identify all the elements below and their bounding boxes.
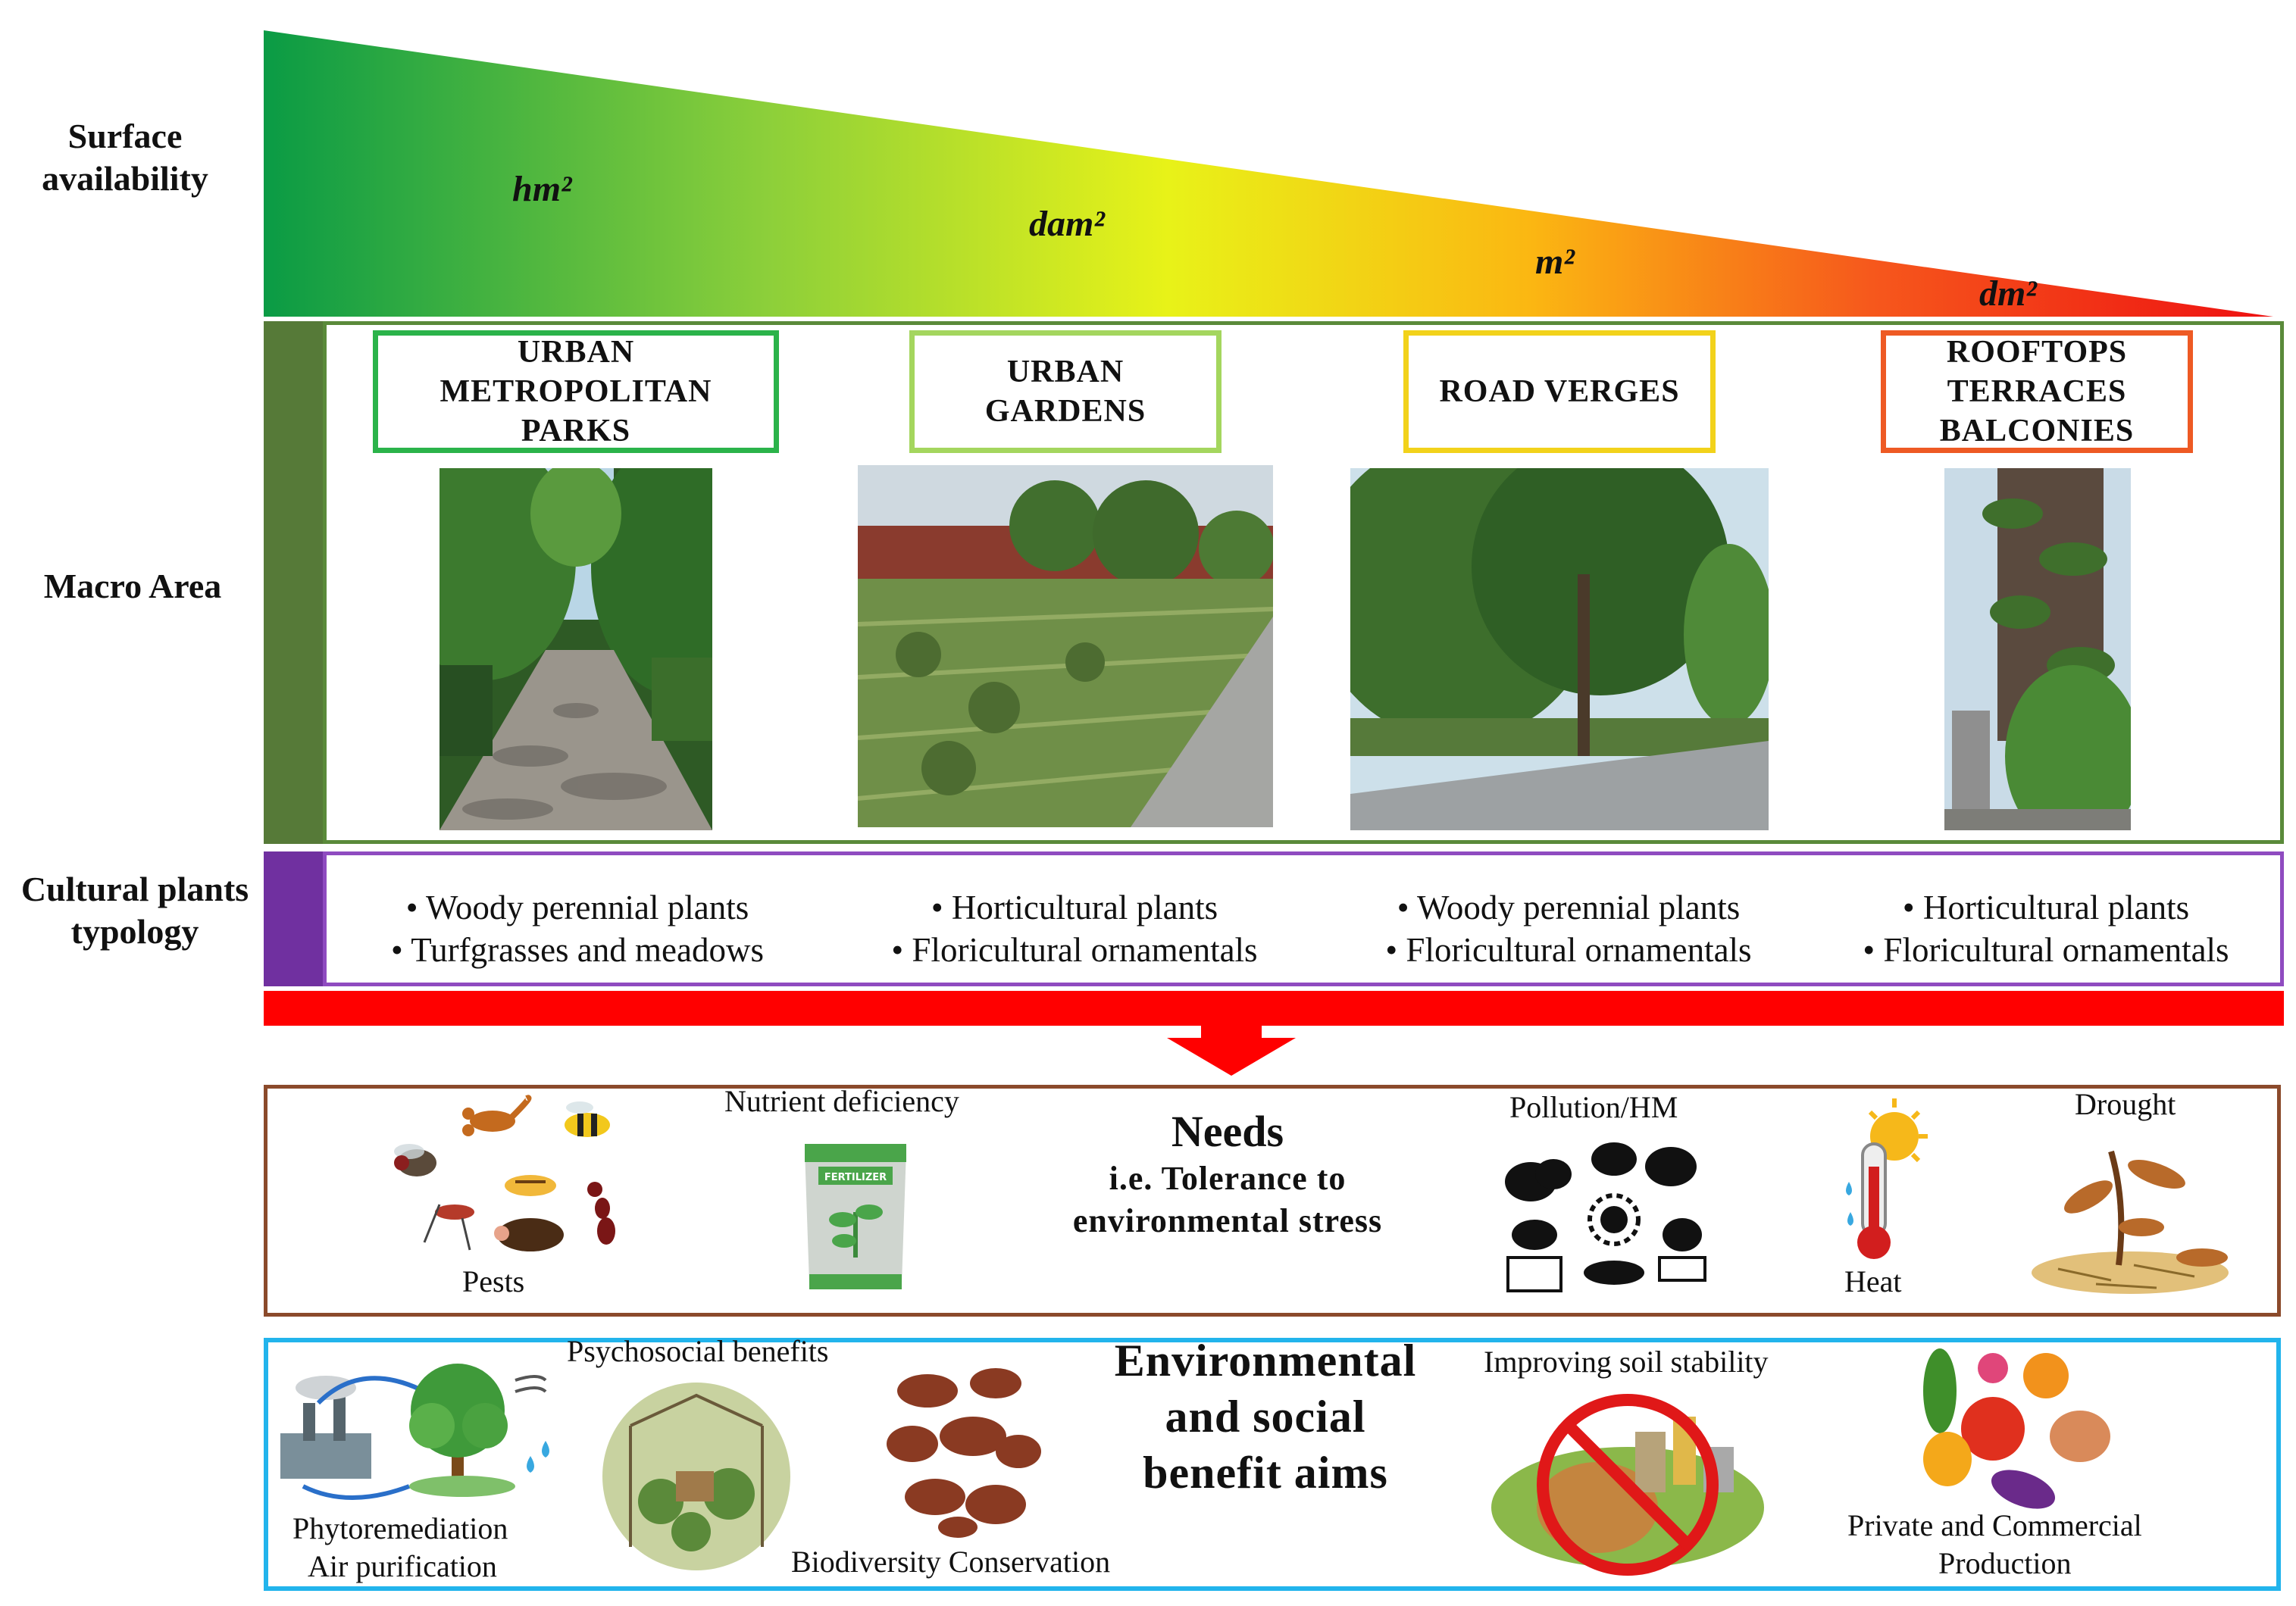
- needs-frame: [264, 1085, 2281, 1317]
- scorpion-icon: [462, 1095, 532, 1136]
- unit-dam2: dam²: [1029, 204, 1105, 244]
- macro-area-bar: [264, 321, 323, 844]
- plant-item: • Woody perennial plants: [405, 889, 749, 926]
- wasp-icon: [565, 1101, 610, 1137]
- plant-item: • Horticultural plants: [931, 889, 1218, 926]
- heat-illustration: [1834, 1098, 1932, 1265]
- plant-item: • Horticultural plants: [1902, 889, 2190, 926]
- benefits-title-1: Environmental: [1114, 1336, 1417, 1386]
- biodiversity-label: Biodiversity Conservation: [791, 1545, 1111, 1579]
- cucumber-icon: [1923, 1348, 1957, 1433]
- unit-hm2: hm²: [512, 169, 572, 209]
- benefits-frame: [264, 1338, 2281, 1591]
- phytoremediation-illustration: [273, 1350, 561, 1508]
- typology-bar: [264, 851, 323, 986]
- plant-item: • Floricultural ornamentals: [1863, 931, 2229, 969]
- heat-label: Heat: [1844, 1264, 1902, 1298]
- pests-label: Pests: [462, 1264, 525, 1298]
- garden-photo: [858, 465, 1273, 827]
- benefits-title-3: benefit aims: [1143, 1448, 1388, 1498]
- macro-title-road-verges: ROAD VERGES: [1403, 330, 1716, 453]
- road-verge-photo: [1350, 468, 1769, 830]
- biodiversity-illustration: [867, 1345, 1056, 1542]
- red-band: [264, 991, 2284, 1026]
- surface-gradient-triangle: [264, 30, 2273, 317]
- plant-item: • Woody perennial plants: [1397, 889, 1741, 926]
- radish-icon: [1978, 1353, 2008, 1383]
- beetle-icon: [505, 1175, 556, 1196]
- fertilizer-bag-text: FERTILIZER: [824, 1172, 887, 1183]
- macro-title-rooftops: ROOFTOPS TERRACES BALCONIES: [1881, 330, 2193, 453]
- pests-illustration: [379, 1091, 629, 1265]
- macro-title-gardens: URBAN GARDENS: [909, 330, 1222, 453]
- macro-area-frame: [323, 321, 2284, 844]
- onion-icon: [2023, 1353, 2069, 1398]
- tree-icon: [409, 1364, 508, 1486]
- psychosocial-label: Psychosocial benefits: [567, 1334, 829, 1368]
- down-arrow: [1167, 1024, 1296, 1076]
- benefits-title-2: and social: [1165, 1392, 1366, 1442]
- eggplant-icon: [1991, 1470, 2056, 1509]
- unit-dm2: dm²: [1979, 273, 2037, 314]
- phyto-label-2: Air purification: [308, 1549, 497, 1583]
- nutrient-label: Nutrient deficiency: [724, 1084, 959, 1118]
- mole-icon: [494, 1218, 564, 1251]
- surface-availability-label: Surface availability: [42, 117, 208, 198]
- ant-icon: [587, 1182, 615, 1245]
- globe-icon: [1587, 1193, 1641, 1246]
- fertilizer-bag-icon: FERTILIZER: [797, 1144, 914, 1289]
- thermometer-icon: [1857, 1142, 1891, 1259]
- unit-m2: m²: [1535, 242, 1575, 282]
- phyto-label-1: Phytoremediation: [292, 1511, 508, 1545]
- plants-gardens: • Horticultural plants • Floricultural o…: [847, 886, 1302, 971]
- typology-label: Cultural plants typology: [20, 870, 249, 951]
- plant-item: • Floricultural ornamentals: [891, 931, 1258, 969]
- plants-parks: • Woody perennial plants • Turfgrasses a…: [350, 886, 805, 971]
- potato-icon: [2050, 1411, 2110, 1462]
- needs-title: Needs: [1171, 1107, 1284, 1156]
- production-illustration: [1910, 1345, 2122, 1509]
- soil-stability-illustration: [1484, 1386, 1772, 1579]
- production-label-1: Private and Commercial: [1847, 1508, 2142, 1542]
- pepper-icon: [1923, 1432, 1972, 1486]
- tomato-icon: [1961, 1397, 2025, 1461]
- rooftop-photo: [1944, 468, 2131, 830]
- plants-road-verges: • Woody perennial plants • Floricultural…: [1341, 886, 1796, 971]
- drought-illustration: [2028, 1129, 2232, 1295]
- soil-stability-label: Improving soil stability: [1484, 1345, 1769, 1379]
- typology-frame: [323, 851, 2284, 986]
- mosquito-icon: [423, 1204, 474, 1251]
- macro-title-parks: URBAN METROPOLITAN PARKS: [373, 330, 779, 453]
- plants-rooftops: • Horticultural plants • Floricultural o…: [1819, 886, 2273, 971]
- needs-subtitle-1: i.e. Tolerance to: [1109, 1160, 1347, 1197]
- drought-label: Drought: [2075, 1087, 2176, 1121]
- plant-item: • Floricultural ornamentals: [1385, 931, 1752, 969]
- factory-icon: [280, 1376, 371, 1479]
- psychosocial-illustration: [600, 1380, 793, 1573]
- needs-subtitle-2: environmental stress: [1072, 1202, 1383, 1239]
- pollution-illustration: [1500, 1136, 1728, 1292]
- park-photo: [439, 468, 712, 830]
- fly-icon: [394, 1144, 436, 1176]
- plant-item: • Turfgrasses and meadows: [391, 931, 764, 969]
- pollution-label: Pollution/HM: [1509, 1090, 1678, 1124]
- production-label-2: Production: [1938, 1546, 2072, 1580]
- macro-area-label: Macro Area: [43, 567, 222, 605]
- no-sign-icon: [1537, 1394, 1719, 1576]
